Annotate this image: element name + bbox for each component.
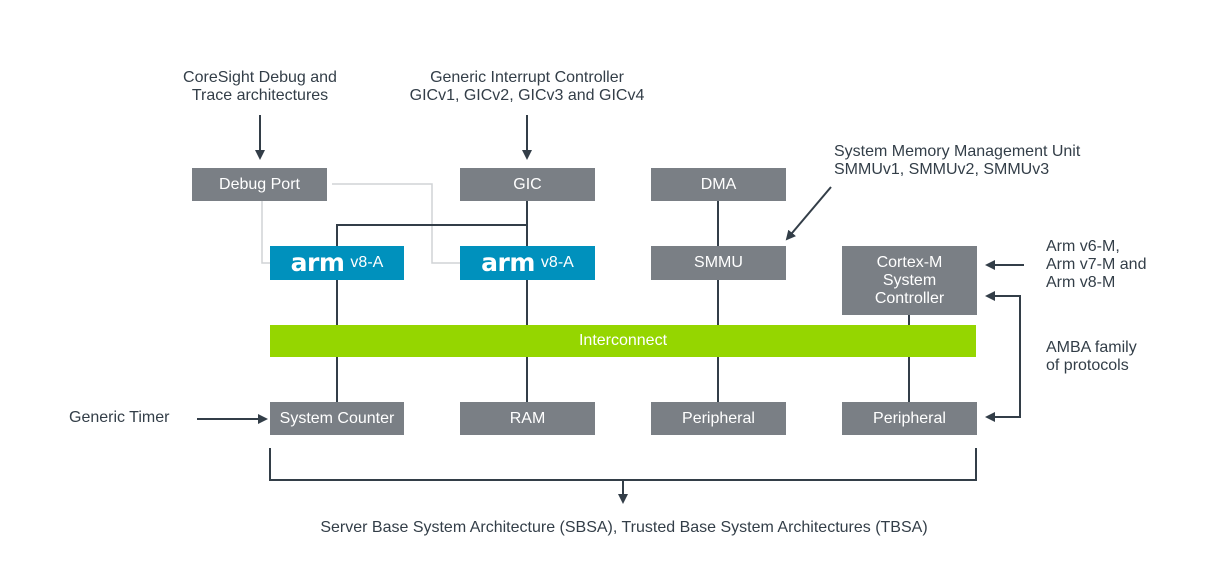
gic-box: GIC xyxy=(460,168,595,201)
debug-port-box: Debug Port xyxy=(192,168,327,201)
dma-box: DMA xyxy=(651,168,786,201)
arm-v-m-label: Arm v6-M, Arm v7-M and Arm v8-M xyxy=(1046,238,1147,291)
arm-logo: arm xyxy=(290,248,345,277)
peripheral-box-2: Peripheral xyxy=(842,402,977,435)
generic-timer-label: Generic Timer xyxy=(69,409,170,426)
cortex-m-system-controller-box: Cortex-M System Controller xyxy=(842,246,977,315)
debug-connections xyxy=(261,183,460,264)
ram-box: RAM xyxy=(460,402,595,435)
arm-v8a-core-1: arm v8-A xyxy=(270,246,404,280)
smmu-architecture-label: System Memory Management Unit SMMUv1, SM… xyxy=(834,143,1081,178)
arm-version-label: v8-A xyxy=(540,254,574,271)
coresight-label: CoreSight Debug and Trace architectures xyxy=(183,69,337,104)
peripheral-box-1: Peripheral xyxy=(651,402,786,435)
smmu-box: SMMU xyxy=(651,246,786,280)
arrows xyxy=(197,115,1024,504)
system-counter-box: System Counter xyxy=(270,402,404,435)
interconnect-bar: Interconnect xyxy=(270,325,976,357)
gic-architecture-label: Generic Interrupt Controller GICv1, GICv… xyxy=(409,69,645,104)
arm-version-label: v8-A xyxy=(350,254,384,271)
arm-logo: arm xyxy=(481,248,535,277)
arm-v8a-core-2: arm v8-A xyxy=(460,246,595,280)
amba-label: AMBA family of protocols xyxy=(1046,339,1137,374)
smmu-arrow xyxy=(785,186,832,241)
footer-label: Server Base System Architecture (SBSA), … xyxy=(320,519,928,536)
